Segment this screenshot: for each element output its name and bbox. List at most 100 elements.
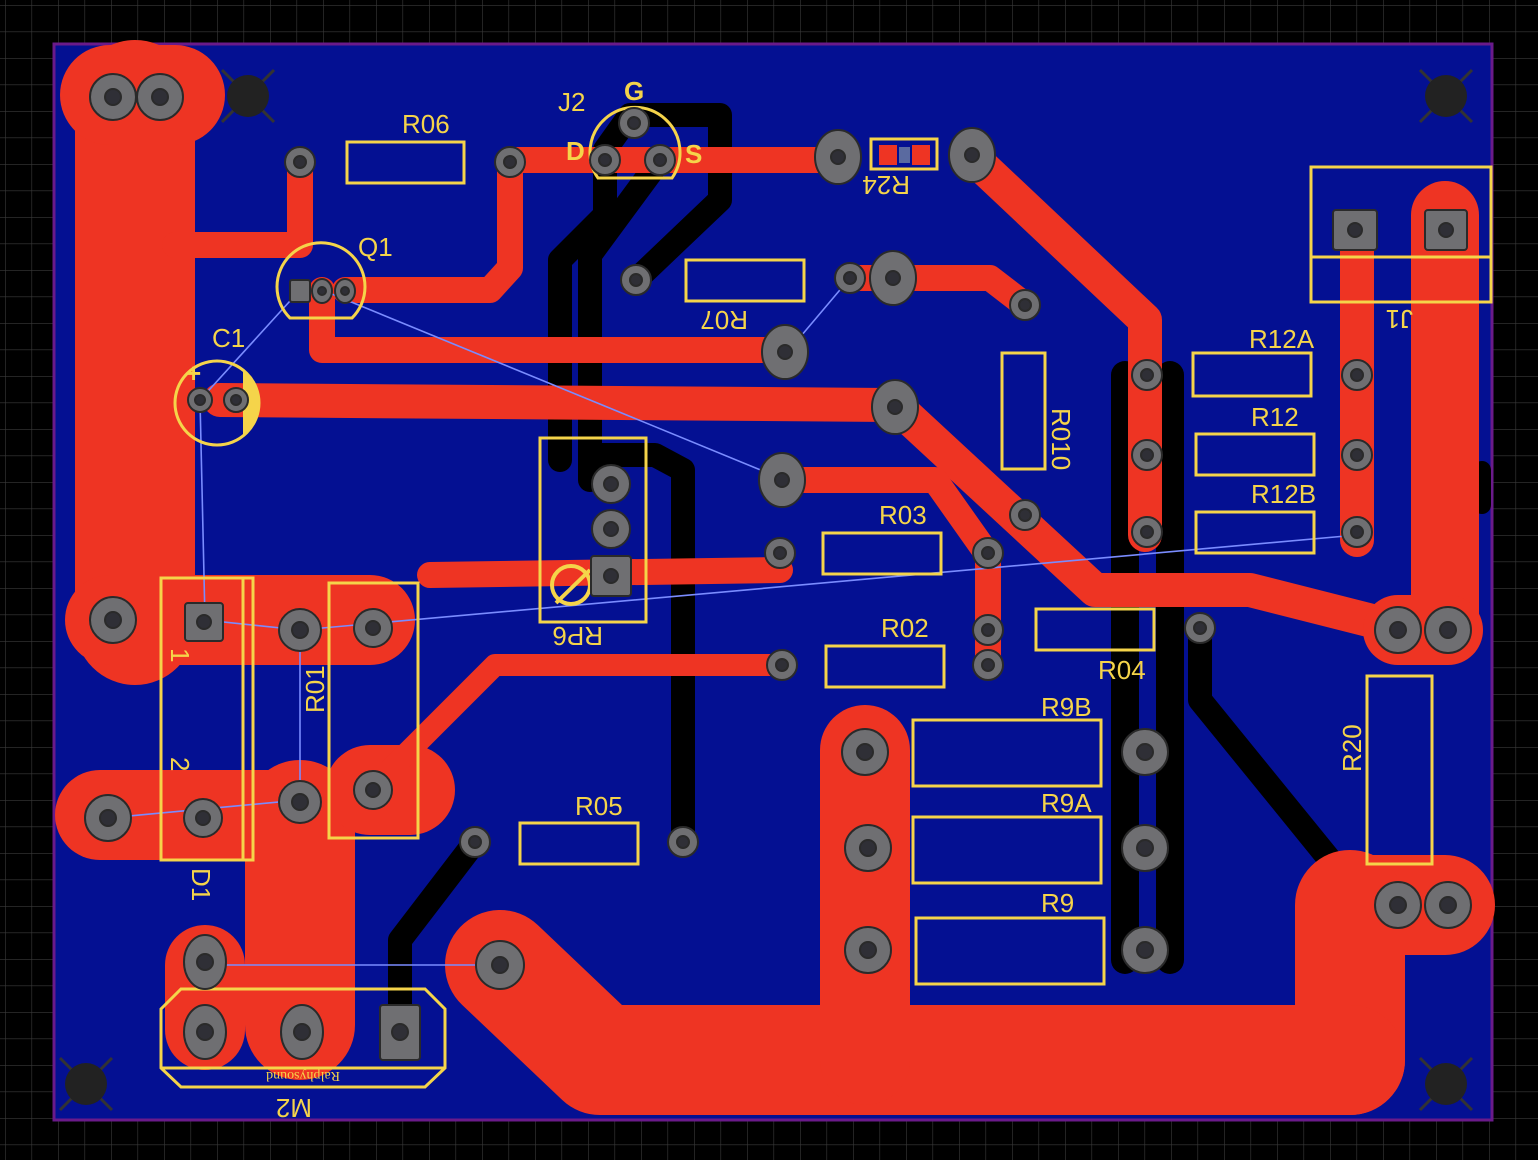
label-r07: R07 (700, 305, 748, 335)
label-r01: R01 (300, 665, 330, 713)
pad-small[interactable] (766, 649, 798, 681)
r24-smd-pad-right[interactable] (912, 145, 930, 165)
pad-small[interactable] (1131, 359, 1163, 391)
pad-large[interactable] (1374, 606, 1422, 654)
m2-outline (159, 987, 447, 1089)
pad-oval[interactable] (183, 934, 227, 990)
pad-small[interactable] (1131, 439, 1163, 471)
label-j2-drain: D (566, 136, 585, 166)
pad-small[interactable] (1131, 516, 1163, 548)
pad-small[interactable] (972, 614, 1004, 646)
pad-large[interactable] (1121, 926, 1169, 974)
pad-small[interactable] (459, 826, 491, 858)
pad-large[interactable] (591, 464, 631, 504)
pad-small[interactable] (589, 144, 621, 176)
label-q1: Q1 (358, 232, 393, 262)
label-j2: J2 (558, 87, 585, 117)
mounting-hole-icon[interactable] (1418, 1056, 1474, 1112)
r24-smd-pad-left[interactable] (879, 145, 897, 165)
label-r9b: R9B (1041, 692, 1092, 722)
pad-large[interactable] (353, 770, 393, 810)
pad-large[interactable] (1424, 881, 1472, 929)
pad-oval[interactable] (280, 1004, 324, 1060)
pad-small[interactable] (618, 107, 650, 139)
label-r04: R04 (1098, 655, 1146, 685)
pad-small[interactable] (187, 387, 213, 413)
pad-small[interactable] (764, 537, 796, 569)
pad-small[interactable] (620, 264, 652, 296)
r07-outline (684, 258, 806, 303)
silkscreen-outlines (159, 105, 1493, 1089)
pad-small[interactable] (1009, 289, 1041, 321)
pad-small[interactable] (1009, 499, 1041, 531)
pad-small[interactable] (834, 262, 866, 294)
r24-outline (869, 137, 939, 171)
pad-oval[interactable] (814, 129, 862, 185)
pad-small[interactable] (667, 826, 699, 858)
mounting-holes (58, 68, 1474, 1112)
pad-large[interactable] (183, 798, 223, 838)
pad-small[interactable] (1341, 359, 1373, 391)
pad-large[interactable] (1374, 881, 1422, 929)
pad-oval[interactable] (948, 127, 996, 183)
mounting-hole-icon[interactable] (220, 68, 276, 124)
q1-pin-square-pad[interactable] (289, 279, 311, 303)
pad-small[interactable] (284, 146, 316, 178)
r06-outline (345, 140, 466, 185)
pad-small[interactable] (972, 537, 1004, 569)
pad-small[interactable] (311, 278, 333, 304)
pad-small[interactable] (972, 649, 1004, 681)
pad-oval[interactable] (761, 324, 809, 380)
label-r24: R24 (862, 170, 910, 200)
label-brand: Ralphysound (266, 1068, 340, 1083)
pad-large[interactable] (475, 940, 525, 990)
label-d1: D1 (186, 868, 216, 901)
label-r02: R02 (881, 613, 929, 643)
r12b-outline (1194, 510, 1316, 555)
pad-large[interactable] (1424, 606, 1472, 654)
pad-small[interactable] (334, 278, 356, 304)
label-r9: R9 (1041, 888, 1074, 918)
r010-outline (1000, 351, 1047, 471)
pad-large[interactable] (278, 780, 322, 824)
label-j1: J1 (1386, 304, 1413, 334)
r04-outline (1034, 607, 1156, 652)
pad-oval[interactable] (869, 250, 917, 306)
pad-large[interactable] (844, 926, 892, 974)
r24-smd-body (899, 147, 910, 163)
pad-large[interactable] (89, 596, 137, 644)
label-r05: R05 (575, 791, 623, 821)
mounting-hole-icon[interactable] (58, 1056, 114, 1112)
pad-small[interactable] (644, 144, 676, 176)
pad-large[interactable] (89, 73, 137, 121)
pad-large[interactable] (1121, 728, 1169, 776)
label-j2-source: S (685, 139, 702, 169)
label-r20: R20 (1337, 724, 1367, 772)
label-r010: R010 (1046, 408, 1076, 470)
pad-large[interactable] (84, 794, 132, 842)
pad-small[interactable] (1341, 439, 1373, 471)
pad-small[interactable] (494, 146, 526, 178)
silkscreen-labels: R06 J2 G D S R24 Q1 R07 C1 + R12A R12 R1… (165, 76, 1413, 1123)
pad-oval[interactable] (871, 379, 919, 435)
pad-large[interactable] (844, 824, 892, 872)
pad-large[interactable] (841, 728, 889, 776)
pad-small[interactable] (1184, 612, 1216, 644)
pad-large[interactable] (278, 608, 322, 652)
mounting-hole-icon[interactable] (1418, 68, 1474, 124)
pad-oval[interactable] (758, 452, 806, 508)
pad-large[interactable] (1121, 824, 1169, 872)
r05-outline (518, 821, 640, 866)
pad-large[interactable] (591, 509, 631, 549)
c1-polarity-mark (243, 370, 260, 436)
r03-outline (821, 531, 943, 576)
pad-small[interactable] (1341, 516, 1373, 548)
pad-large[interactable] (353, 608, 393, 648)
pad-large[interactable] (136, 73, 184, 121)
r02-outline (824, 644, 946, 689)
pad-small[interactable] (223, 387, 249, 413)
r9a-outline (911, 815, 1103, 885)
label-r06: R06 (402, 109, 450, 139)
pad-oval[interactable] (183, 1004, 227, 1060)
